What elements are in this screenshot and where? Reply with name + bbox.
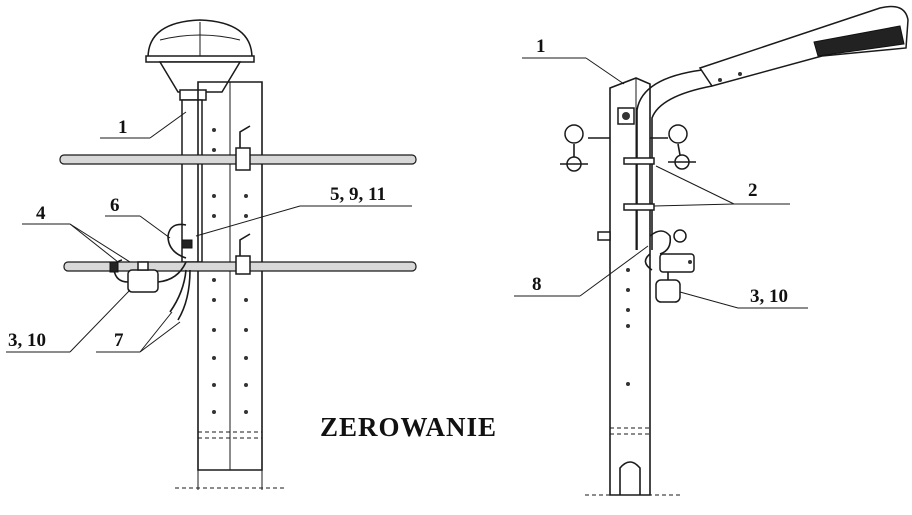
right-leader-lines bbox=[514, 57, 808, 309]
right-bracket-arm bbox=[636, 69, 703, 250]
diagram-title: ZEROWANIE bbox=[320, 412, 497, 442]
right-fuse-assembly bbox=[644, 229, 695, 303]
right-label-3-10: 3, 10 bbox=[750, 286, 788, 307]
right-label-2: 2 bbox=[748, 180, 758, 201]
left-label-4: 4 bbox=[36, 203, 46, 224]
right-strap-upper bbox=[623, 157, 655, 165]
right-bracket-arm-inner bbox=[651, 85, 713, 250]
left-fuse-box bbox=[109, 259, 187, 293]
left-label-1: 1 bbox=[118, 117, 128, 138]
left-pole-body bbox=[175, 81, 285, 490]
left-lower-clamp bbox=[235, 233, 251, 275]
left-bolt bbox=[181, 239, 193, 249]
right-insulator-right bbox=[650, 124, 696, 170]
right-pole-body bbox=[585, 77, 680, 496]
left-down-wire-b bbox=[177, 269, 191, 321]
right-side-bolt bbox=[597, 231, 611, 241]
left-label-7: 7 bbox=[114, 330, 124, 351]
right-label-8: 8 bbox=[532, 274, 542, 295]
left-pole-assembly bbox=[59, 19, 417, 490]
right-strap-lower bbox=[623, 203, 655, 211]
right-label-1: 1 bbox=[536, 36, 546, 57]
right-luminaire bbox=[698, 5, 909, 87]
left-lamp-pipe bbox=[181, 99, 203, 263]
left-leader-lines bbox=[6, 111, 412, 353]
left-lamp-head bbox=[145, 19, 255, 101]
left-upper-clamp bbox=[235, 125, 251, 171]
left-label-6: 6 bbox=[110, 195, 120, 216]
left-label-5-9-11: 5, 9, 11 bbox=[330, 184, 386, 205]
right-insulator-left bbox=[560, 124, 610, 172]
right-pole-assembly bbox=[560, 5, 909, 496]
left-label-3-10: 3, 10 bbox=[8, 330, 46, 351]
left-down-wire-a bbox=[169, 269, 187, 313]
